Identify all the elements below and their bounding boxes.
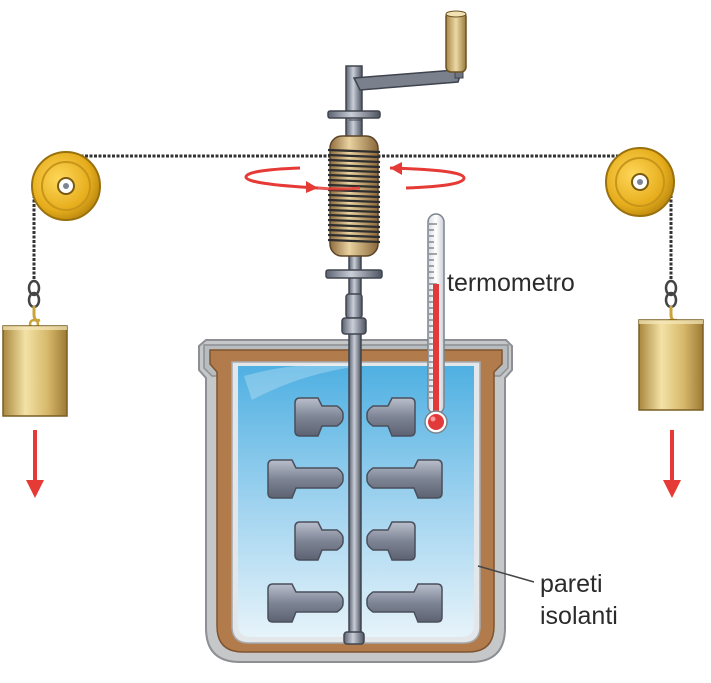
string-coil — [327, 218, 381, 224]
paddle-icon — [267, 459, 443, 499]
central-shaft — [325, 65, 383, 645]
paddle-icon — [267, 583, 443, 623]
down-arrow-icon — [663, 430, 681, 498]
string-coil — [327, 183, 381, 189]
string-coil — [327, 223, 381, 229]
weight-icon — [638, 319, 704, 411]
string-coil — [327, 193, 381, 199]
crank-handle-icon — [352, 10, 467, 91]
weight-icon — [2, 325, 68, 417]
rotation-arrow-icon — [244, 162, 466, 193]
string-coil — [327, 233, 381, 239]
walls-label-line1: pareti — [540, 570, 603, 598]
paddle-icon — [294, 397, 416, 437]
walls-label-line2: isolanti — [540, 602, 618, 630]
thermometer-label: termometro — [447, 269, 575, 297]
winding-drum — [327, 135, 381, 257]
thermometer-icon — [424, 213, 448, 434]
paddle-icon — [294, 521, 416, 561]
pulley-icon — [31, 151, 101, 221]
string-coil — [327, 178, 381, 184]
hook-left — [27, 279, 41, 330]
string-coil — [327, 203, 381, 209]
water-highlight — [244, 364, 360, 400]
string-coil — [327, 153, 381, 159]
string-coils — [327, 148, 381, 244]
string-coil — [327, 228, 381, 234]
down-arrow-icon — [26, 430, 44, 498]
string-coil — [327, 173, 381, 179]
string-coil — [327, 168, 381, 174]
string-coil — [327, 148, 381, 154]
paddle-wheel — [267, 397, 443, 623]
string-coil — [327, 163, 381, 169]
string-coil — [327, 208, 381, 214]
string-coil — [327, 238, 381, 244]
walls-leader-line — [477, 565, 535, 583]
string-coil — [327, 158, 381, 164]
string-coil — [327, 213, 381, 219]
string-coil — [327, 198, 381, 204]
pulley-icon — [605, 147, 675, 217]
